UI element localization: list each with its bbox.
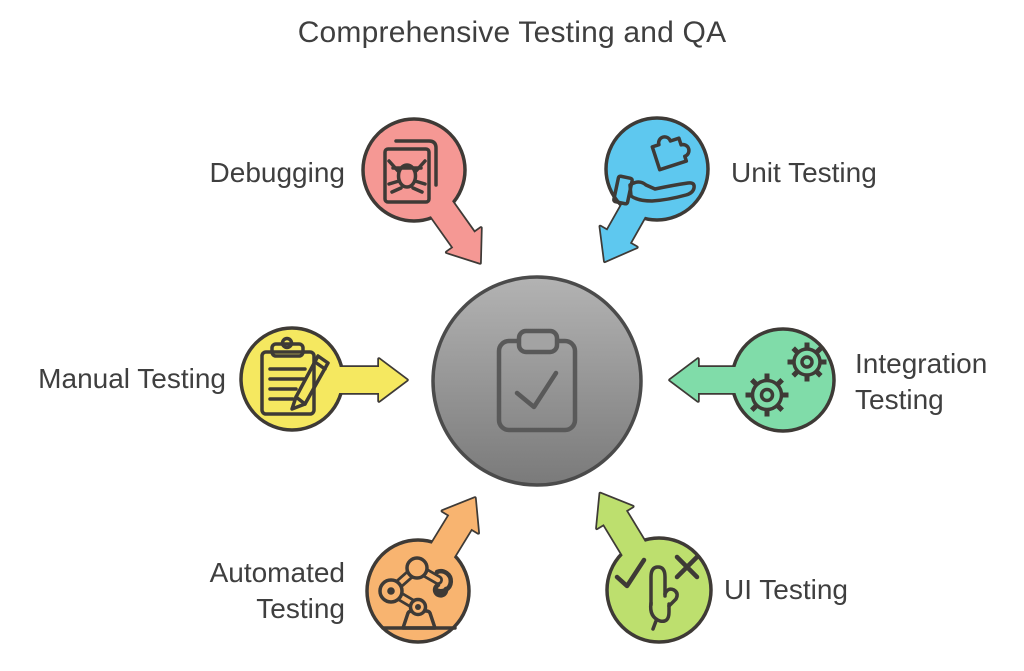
label-integration-testing: Integration Testing	[855, 348, 988, 415]
node-unit-testing	[598, 116, 710, 264]
page-title: Comprehensive Testing and QA	[297, 16, 727, 49]
clipboard-check-icon	[496, 328, 578, 433]
label-debugging: Debugging	[209, 157, 345, 188]
touch-check-icon	[614, 554, 700, 631]
bug-document-icon	[383, 139, 438, 204]
node-automated-testing	[365, 496, 480, 644]
node-manual-testing	[239, 326, 409, 432]
node-integration-testing	[668, 327, 836, 433]
node-debugging	[361, 117, 483, 265]
hub	[431, 275, 643, 487]
node-ui-testing	[595, 491, 713, 644]
robot-arm-icon	[378, 556, 457, 630]
hand-puzzle-icon	[612, 135, 696, 206]
label-unit-testing: Unit Testing	[731, 157, 877, 188]
label-manual-testing: Manual Testing	[38, 363, 226, 394]
clipboard-pencil-icon	[260, 336, 330, 416]
label-automated-testing: Automated Testing	[209, 557, 345, 624]
hub-circle	[431, 275, 643, 487]
label-ui-testing: UI Testing	[724, 574, 848, 605]
gears-icon	[745, 342, 827, 417]
